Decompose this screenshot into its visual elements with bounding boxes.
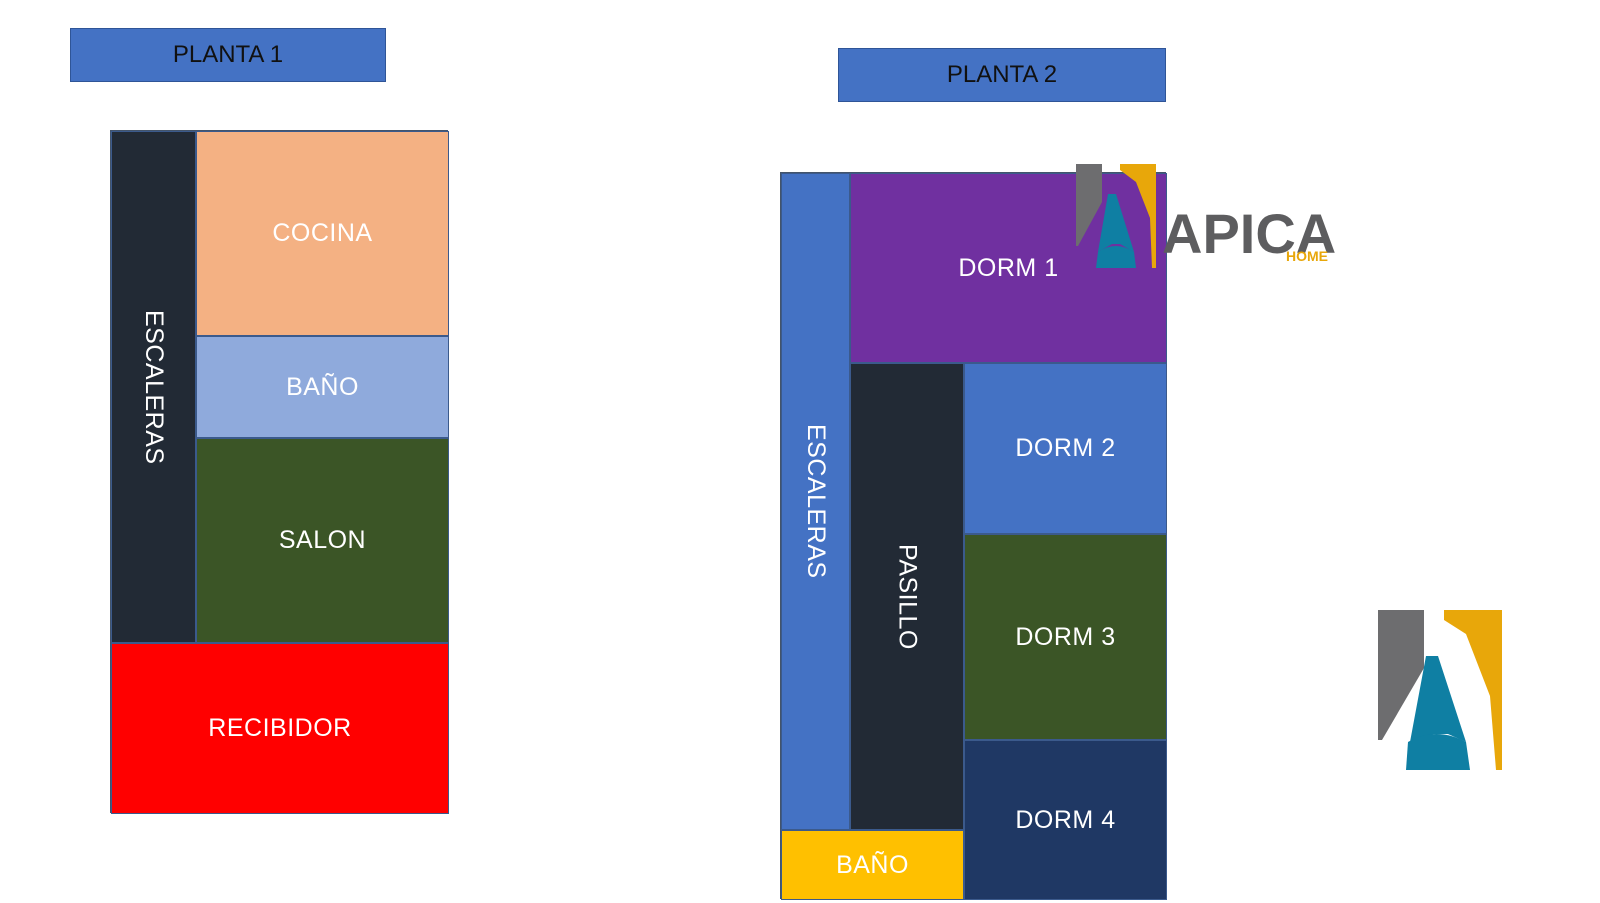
apica-logo-mark-icon <box>1076 164 1156 268</box>
room-dorm-4: DORM 4 <box>964 740 1167 900</box>
floor-plan-2: ESCALERAS DORM 1 PASILLO DORM 2 DORM 3 D… <box>780 172 1167 900</box>
room-label: COCINA <box>272 219 373 247</box>
planta-1-title: PLANTA 1 <box>70 28 386 82</box>
apica-home-text: HOME <box>1286 248 1328 264</box>
room-label: RECIBIDOR <box>208 714 352 742</box>
planta-2-title: PLANTA 2 <box>838 48 1166 102</box>
room-label: DORM 3 <box>1015 622 1116 651</box>
room-bano-1: BAÑO <box>196 336 449 438</box>
room-label: ESCALERAS <box>140 309 168 465</box>
floor-plan-1: ESCALERAS COCINA BAÑO SALON RECIBIDOR <box>110 130 449 814</box>
room-label: SALON <box>278 526 367 554</box>
room-dorm-3: DORM 3 <box>964 534 1167 740</box>
room-cocina: COCINA <box>196 131 449 336</box>
room-label: BAÑO <box>836 850 909 879</box>
room-label: DORM 2 <box>1015 434 1116 462</box>
apica-wordmark: APICA <box>1162 202 1337 265</box>
room-dorm-2: DORM 2 <box>964 363 1167 534</box>
apica-logo: APICA HOME <box>1076 164 1336 274</box>
room-bano-2: BAÑO <box>781 830 964 900</box>
room-recibidor: RECIBIDOR <box>111 643 449 814</box>
room-label: DORM 4 <box>1015 805 1116 834</box>
room-escaleras-1: ESCALERAS <box>111 131 196 643</box>
room-pasillo: PASILLO <box>850 363 964 830</box>
room-label: PASILLO <box>893 543 922 650</box>
room-label: BAÑO <box>286 372 359 401</box>
room-salon: SALON <box>196 438 449 643</box>
room-escaleras-2: ESCALERAS <box>781 173 850 830</box>
room-label: ESCALERAS <box>802 424 830 579</box>
apica-large-logo-icon <box>1378 610 1502 770</box>
room-label: DORM 1 <box>958 253 1059 282</box>
